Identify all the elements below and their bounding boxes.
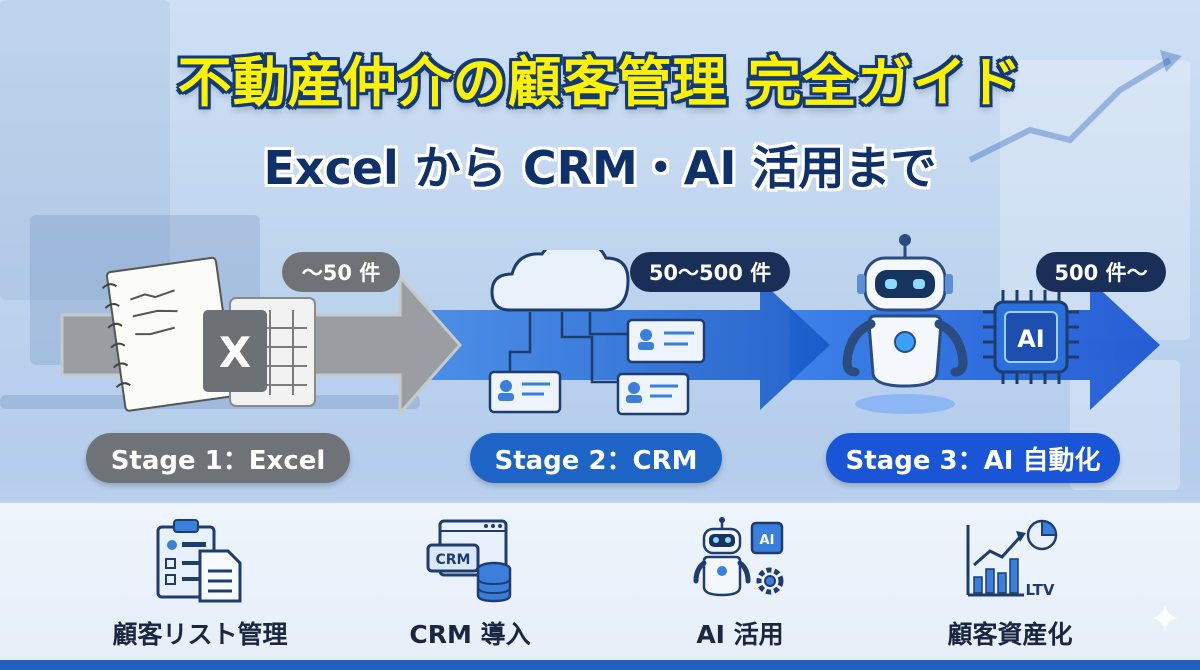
bg-trend-line xyxy=(968,50,1182,163)
ltv-label: LTV xyxy=(1026,581,1055,599)
page-title: 不動産仲介の顧客管理 完全ガイド xyxy=(177,51,1023,114)
page-subtitle: Excel から CRM・AI 活用まで xyxy=(263,141,937,195)
count-pill-stage3: 500 件〜 xyxy=(1036,252,1166,292)
bottom-accent-bar xyxy=(0,660,1200,670)
stage-pill-excel: Stage 1：Excel xyxy=(86,433,350,483)
clipboard-document-icon xyxy=(156,519,242,603)
crm-icon-label: CRM xyxy=(436,552,471,568)
count-pill-stage1: 〜50 件 xyxy=(282,252,400,292)
ai-chip-label: AI xyxy=(1017,325,1045,353)
feature-label: 顧客リスト管理 xyxy=(112,620,288,649)
feature-customer-list: 顧客リスト管理 xyxy=(70,503,330,670)
robot-chip-icon: AI xyxy=(693,517,784,597)
feature-label: 顧客資産化 xyxy=(947,620,1073,649)
sparkle-icon xyxy=(1152,605,1178,631)
count-pill-stage2: 50〜500 件 xyxy=(630,252,790,292)
robot-ai-chip-icon: AI xyxy=(842,234,1079,414)
feature-crm: CRM CRM 導入 xyxy=(340,503,600,670)
feature-ai: AI AI 活用 xyxy=(610,503,870,670)
feature-label: CRM 導入 xyxy=(409,620,531,649)
growth-chart-icon: LTV xyxy=(966,519,1058,599)
notebook-excel-icon: X xyxy=(101,256,316,412)
cloud-contacts-icon xyxy=(488,250,706,416)
bg-window-left xyxy=(0,0,170,300)
excel-letter: X xyxy=(219,328,251,377)
feature-label: AI 活用 xyxy=(696,620,784,649)
feature-asset: LTV 顧客資産化 xyxy=(880,503,1140,670)
features-panel: 顧客リスト管理 CRM CRM 導入 xyxy=(0,502,1200,670)
crm-database-icon: CRM xyxy=(426,519,512,603)
stage-pill-ai: Stage 3：AI 自動化 xyxy=(826,433,1120,483)
stage-pill-crm: Stage 2：CRM xyxy=(470,433,722,483)
ai-icon-label: AI xyxy=(760,533,775,548)
